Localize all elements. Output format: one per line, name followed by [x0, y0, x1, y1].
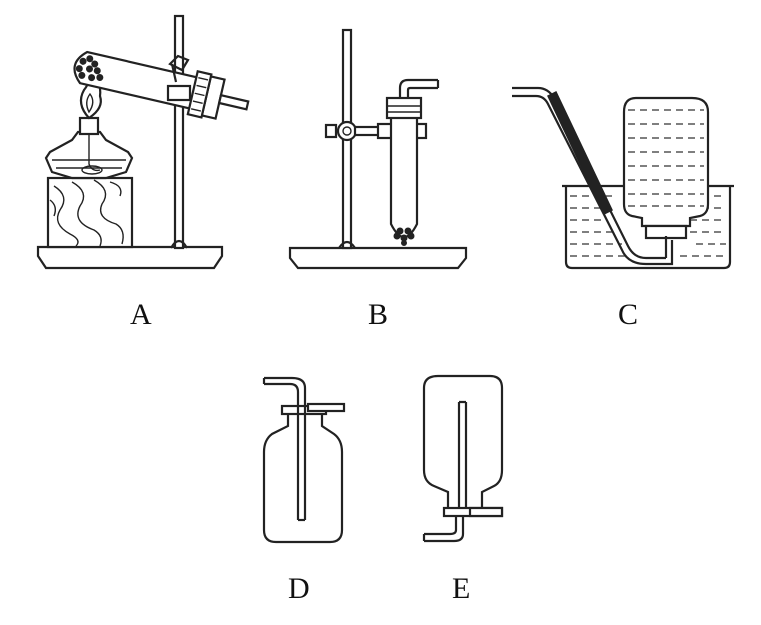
- apparatus-c-water-collection: [512, 86, 734, 270]
- stand-base-a: [36, 245, 224, 270]
- delivery-tube-a: [217, 93, 250, 111]
- apparatus-b-gas-generation: [288, 28, 468, 270]
- lamp-wick-holder: [78, 116, 100, 136]
- apparatus-a-heating-setup: [36, 14, 250, 270]
- wood-grain: [53, 185, 79, 247]
- lamp-wick: [88, 134, 101, 172]
- stand-base-b: [288, 246, 468, 270]
- outlet-tube-e: [424, 516, 458, 536]
- clamp-screw-a: [168, 54, 190, 72]
- label-d: D: [288, 572, 310, 605]
- gas-bottle-e: [422, 374, 504, 512]
- gas-jar-c: [622, 96, 710, 228]
- long-tube-d: [264, 382, 300, 520]
- label-e: E: [452, 572, 470, 605]
- label-c: C: [618, 298, 638, 331]
- label-b: B: [368, 298, 388, 331]
- boss-head: [336, 120, 358, 142]
- long-tube-e: [457, 400, 468, 508]
- delivery-tube-b: [398, 78, 438, 98]
- label-a: A: [130, 298, 152, 331]
- test-tube-a: [73, 50, 250, 120]
- wooden-block: [46, 176, 134, 249]
- test-tube-b: [389, 102, 419, 239]
- short-tube-d: [306, 402, 346, 413]
- apparatus-e-inverted-bottle: [422, 374, 504, 543]
- water-trough: [564, 186, 732, 270]
- stand-rod-a: [173, 14, 185, 250]
- stopper-b: [385, 96, 423, 120]
- apparatus-d-gas-bottle: [262, 376, 346, 544]
- gas-bottle-d: [262, 410, 344, 544]
- rubber-tube: [547, 90, 613, 216]
- rod-foot-a: [170, 239, 188, 249]
- clamp-a: [166, 84, 192, 102]
